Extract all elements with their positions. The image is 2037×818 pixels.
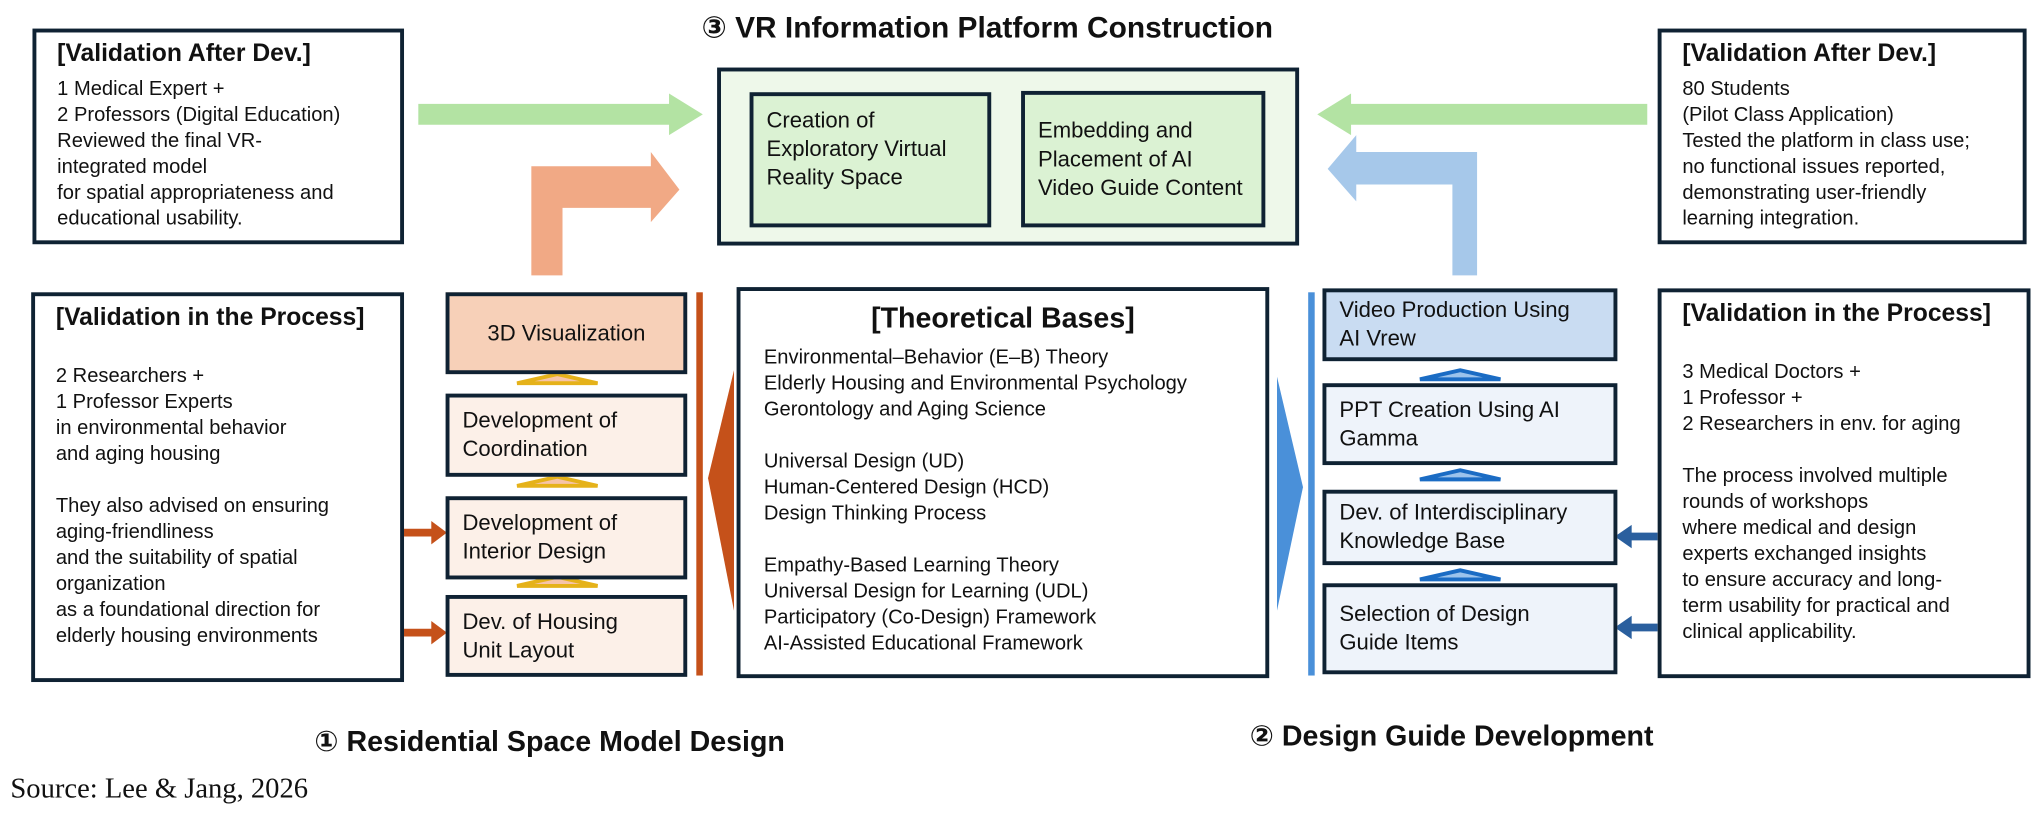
chevron-up-icon [1419, 468, 1501, 482]
theory-item: Design Thinking Process [763, 502, 987, 525]
blue-arrowhead [1277, 376, 1303, 611]
chevron-up-icon [516, 372, 599, 386]
step-housing-layout: Dev. of Housing Unit Layout [445, 594, 688, 677]
platform-item-vr-space: Creation of Exploratory Virtual Reality … [749, 92, 992, 228]
validation-title: [Validation in the Process] [1682, 300, 1991, 328]
validation-text: 2 Researchers + 1 Professor Experts in e… [55, 365, 329, 647]
chevron-up-icon [1419, 368, 1501, 382]
section-title-design-guide: ② Design Guide Development [1249, 719, 1654, 753]
step-ppt-creation: PPT Creation Using AI Gamma [1322, 383, 1618, 466]
theory-item: Empathy-Based Learning Theory [763, 554, 1060, 577]
theory-item: Elderly Housing and Environmental Psycho… [763, 372, 1187, 395]
theory-item: Gerontology and Aging Science [763, 398, 1046, 421]
orange-arrowhead [708, 370, 734, 611]
blue-elbow-arrow [1327, 135, 1478, 276]
source-caption: Source: Lee & Jang, 2026 [10, 771, 309, 805]
navy-small-arrow [1614, 524, 1658, 549]
theory-item: Participatory (Co-Design) Framework [763, 606, 1097, 629]
step-knowledge-base: Dev. of Interdisciplinary Knowledge Base [1322, 489, 1618, 566]
validation-title: [Validation After Dev.] [57, 40, 311, 68]
theory-group: Universal Design (UD) Human-Centered Des… [764, 449, 1242, 527]
validation-text: 1 Medical Expert + 2 Professors (Digital… [57, 77, 341, 230]
navy-small-arrow [1614, 615, 1658, 640]
theory-title: [Theoretical Bases] [871, 301, 1135, 334]
orange-small-arrow [402, 620, 447, 645]
orange-small-arrow [402, 520, 447, 545]
step-design-guide-items: Selection of Design Guide Items [1322, 583, 1618, 675]
section-title-platform: ③ VR Information Platform Construction [701, 10, 1273, 45]
validation-in-process-right: [Validation in the Process] 3 Medical Do… [1657, 288, 2031, 679]
green-arrow-left [1317, 93, 1648, 136]
theory-group: Empathy-Based Learning Theory Universal … [764, 553, 1242, 657]
theory-item: AI-Assisted Educational Framework [763, 632, 1083, 655]
platform-container: Creation of Exploratory Virtual Reality … [717, 67, 1300, 246]
theory-item: Environmental–Behavior (E–B) Theory [763, 346, 1109, 369]
theory-item: Universal Design for Learning (UDL) [763, 580, 1089, 603]
chevron-up-icon [516, 474, 599, 488]
validation-after-dev-left: [Validation After Dev.] 1 Medical Expert… [32, 28, 405, 245]
step-3d-visualization: 3D Visualization [445, 292, 688, 375]
theory-item: Human-Centered Design (HCD) [763, 476, 1050, 499]
step-video-production: Video Production Using AI Vrew [1322, 288, 1618, 362]
section-title-residential: ① Residential Space Model Design [314, 724, 785, 758]
chevron-up-icon [1419, 568, 1501, 582]
step-coordination: Development of Coordination [445, 393, 688, 477]
orange-elbow-arrow [531, 151, 680, 276]
platform-item-ai-video: Embedding and Placement of AI Video Guid… [1021, 90, 1266, 228]
theoretical-bases-box: [Theoretical Bases] Environmental–Behavi… [736, 287, 1270, 679]
validation-title: [Validation After Dev.] [1682, 40, 1937, 68]
green-arrow-right [418, 93, 703, 136]
step-interior-design: Development of Interior Design [445, 496, 688, 580]
orange-divider-bar [696, 292, 703, 676]
theory-group: Environmental–Behavior (E–B) Theory Elde… [764, 346, 1242, 424]
validation-in-process-left: [Validation in the Process] 2 Researcher… [31, 292, 405, 683]
validation-text: 3 Medical Doctors + 1 Professor + 2 Rese… [1682, 361, 1961, 644]
theory-item: Universal Design (UD) [763, 450, 965, 473]
validation-title: [Validation in the Process] [55, 303, 365, 332]
validation-after-dev-right: [Validation After Dev.] 80 Students (Pil… [1657, 28, 2027, 245]
validation-text: 80 Students (Pilot Class Application) Te… [1682, 77, 1970, 230]
blue-divider-bar [1308, 292, 1315, 676]
